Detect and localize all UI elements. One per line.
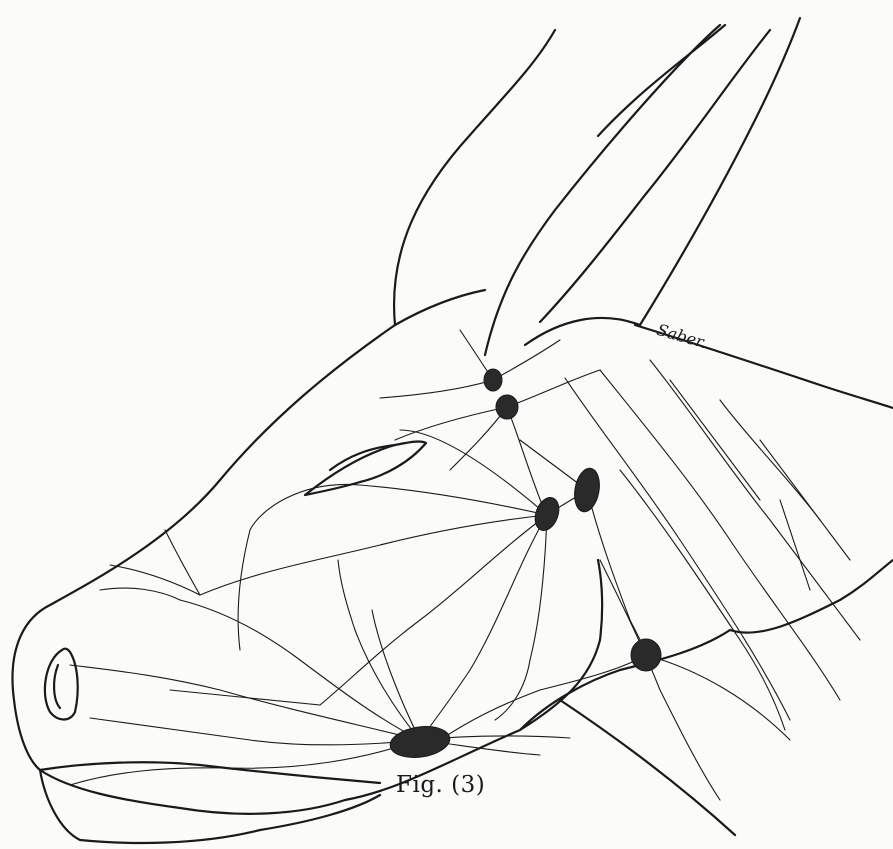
vessel-line: [495, 515, 547, 720]
neck-lower-outline: [560, 700, 735, 835]
vessel-line: [90, 718, 420, 745]
lymph-node: [571, 466, 602, 513]
right-ear-inner: [540, 30, 770, 322]
vessel-line: [110, 565, 200, 595]
lymph-node: [388, 723, 452, 761]
vessel-line: [372, 610, 420, 740]
vessel-line: [507, 407, 545, 512]
lower-jaw-outline: [40, 640, 600, 814]
figure-caption: Fig. (3): [396, 772, 485, 798]
eye-outline: [305, 442, 426, 495]
vessel-line: [100, 588, 180, 600]
vessel-line: [380, 380, 493, 398]
vessel-line: [450, 407, 507, 470]
vessel-line: [620, 470, 785, 730]
vessel-line: [165, 530, 200, 595]
vessel-line: [565, 378, 790, 720]
lymph-node: [496, 395, 518, 419]
head-top-outline: [395, 290, 485, 325]
face-outline: [13, 325, 396, 770]
vessel-line: [420, 515, 547, 740]
vessel-line: [587, 490, 646, 655]
vessel-line: [670, 380, 760, 500]
vessel-line: [395, 407, 507, 440]
vessel-line: [238, 530, 250, 650]
vessel-line: [720, 400, 820, 520]
jaw-curve: [598, 560, 602, 640]
neck-throat-outline: [520, 560, 893, 730]
vessel-line: [170, 690, 320, 705]
vessel-line: [760, 440, 850, 560]
chin-outline: [40, 770, 380, 843]
vessel-line: [320, 515, 547, 705]
vessel-line: [650, 360, 860, 640]
lymph-node: [484, 369, 502, 391]
left-ear-inner: [598, 25, 725, 136]
vessel-line: [70, 665, 420, 740]
vessel-line: [600, 560, 720, 800]
vessel-line: [646, 655, 790, 740]
vessel-line: [780, 500, 810, 590]
right-ear-outer: [485, 25, 720, 355]
vessel-line: [493, 340, 560, 380]
vessel-line: [507, 370, 600, 407]
nostril-inner: [54, 665, 60, 708]
right-ear-fold: [525, 318, 640, 345]
vessel-line: [180, 600, 420, 740]
lymph-node: [531, 494, 563, 533]
nostril-outline: [45, 649, 78, 720]
vessel-line: [250, 484, 547, 530]
lymph-node: [631, 639, 661, 671]
left-ear-outline: [394, 30, 555, 325]
